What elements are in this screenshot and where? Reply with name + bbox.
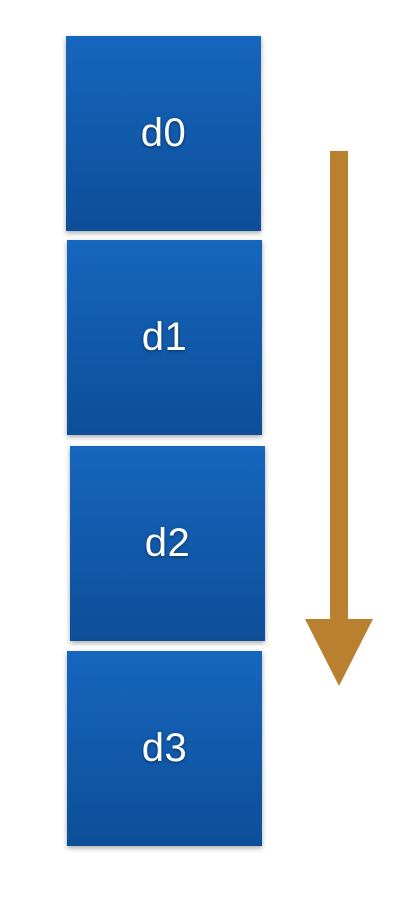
block-label: d1 xyxy=(141,315,188,359)
block-d0: d0 xyxy=(66,36,261,231)
block-d3: d3 xyxy=(67,651,262,846)
block-label: d3 xyxy=(141,726,188,770)
block-d1: d1 xyxy=(67,240,262,435)
arrow-head xyxy=(305,619,373,686)
block-label: d2 xyxy=(144,521,191,565)
block-label: d0 xyxy=(140,111,187,155)
block-d2: d2 xyxy=(70,446,265,641)
arrow-shaft xyxy=(330,151,348,621)
arrow-down-icon xyxy=(305,151,373,686)
